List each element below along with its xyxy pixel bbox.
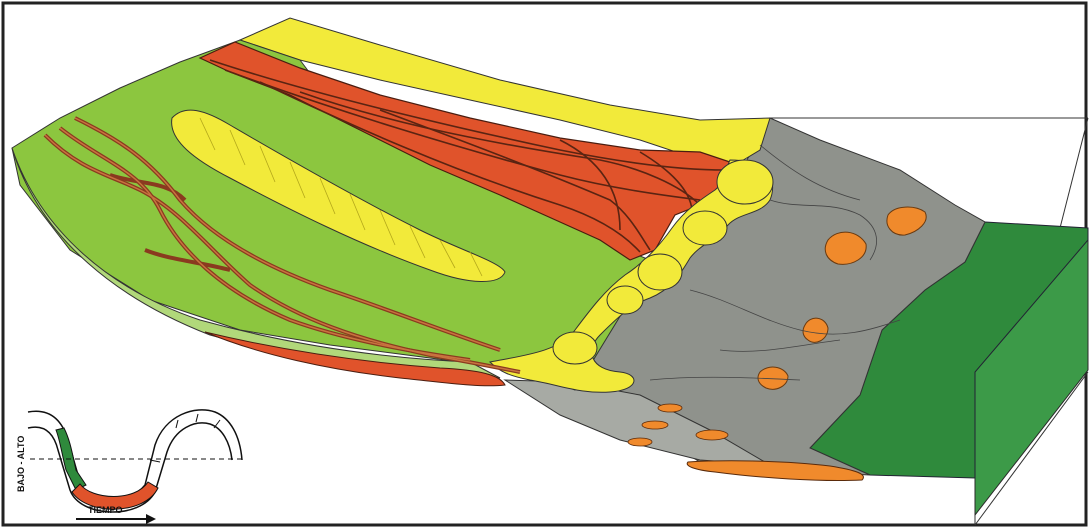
inset-axis-label: BAJO - ALTO bbox=[16, 436, 26, 492]
inset-time-label: TIEMPO bbox=[88, 505, 123, 515]
